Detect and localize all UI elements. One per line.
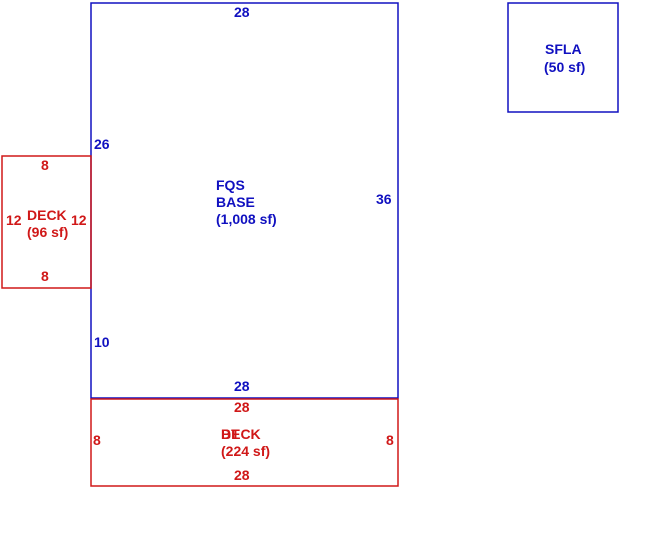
base-dim-left-lower: 10 [94, 334, 110, 350]
deck-bottom-dim-bottom: 28 [234, 467, 250, 483]
deck-left-outline [1, 155, 92, 289]
deck-bottom-name: DECK [221, 426, 261, 442]
deck-bottom-dim-top: 28 [234, 399, 250, 415]
sfla-area: (50 sf) [544, 59, 585, 75]
deck-left-name: DECK [27, 207, 67, 223]
sfla-name: SFLA [545, 41, 582, 57]
base-dim-right: 36 [376, 191, 392, 207]
deck-bottom-area: (224 sf) [221, 443, 270, 459]
deck-bottom-outline [90, 398, 399, 487]
deck-left-dim-top: 8 [41, 157, 49, 173]
deck-left-dim-right: 12 [71, 212, 87, 228]
base-dim-left-upper: 26 [94, 136, 110, 152]
base-name-line2: BASE [216, 194, 255, 210]
base-dim-top: 28 [234, 4, 250, 20]
deck-bottom-dim-right: 8 [386, 432, 394, 448]
base-area-value: (1,008 sf) [216, 211, 277, 227]
deck-bottom-dim-left: 8 [93, 432, 101, 448]
base-dim-bottom: 28 [234, 378, 250, 394]
deck-left-dim-bottom: 8 [41, 268, 49, 284]
base-name-line1: FQS [216, 177, 245, 193]
deck-left-dim-left: 12 [6, 212, 22, 228]
deck-bottom-name-overlap: BT [221, 426, 240, 442]
deck-left-area: (96 sf) [27, 224, 68, 240]
sfla-box-outline [507, 2, 619, 113]
